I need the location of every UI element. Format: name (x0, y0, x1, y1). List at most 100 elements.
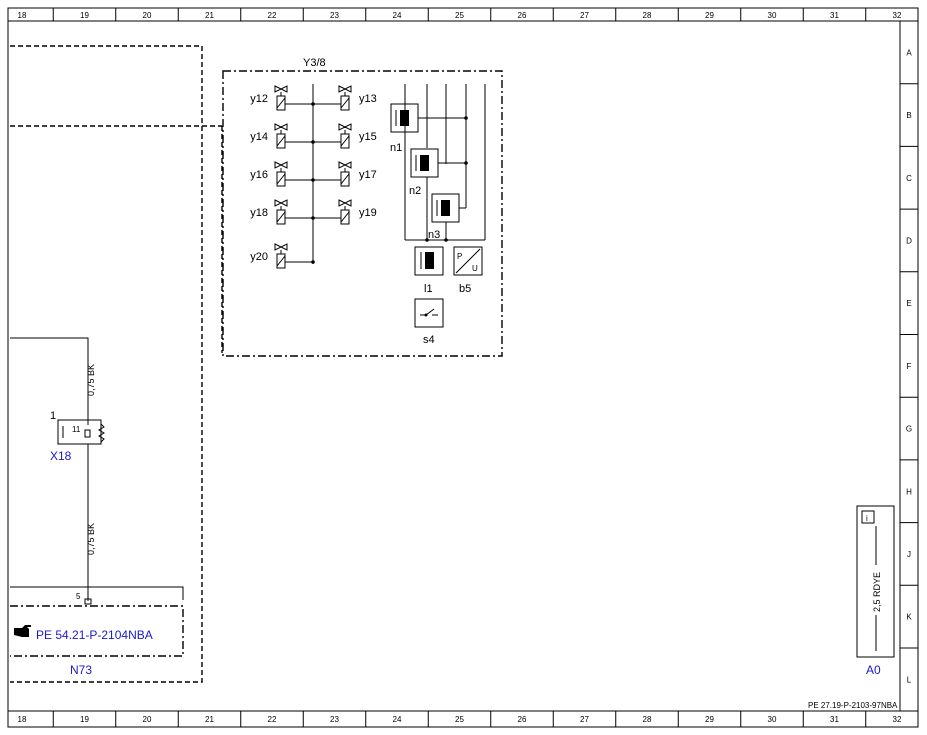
column-ruler-bottom: 18 19 20 21 22 23 24 25 26 27 28 29 30 31 32 (18, 711, 902, 727)
valve-symbol (274, 123, 288, 149)
column-number: 28 (643, 11, 652, 20)
component-b5-p: P (457, 252, 462, 261)
component-s4-label: s4 (423, 334, 435, 346)
valve-symbol (274, 161, 288, 187)
column-number: 27 (580, 715, 589, 724)
column-number: 22 (268, 11, 277, 20)
column-number: 30 (768, 11, 777, 20)
row-letter: A (906, 48, 912, 57)
connector-n73-top-wire (10, 586, 184, 600)
column-number: 26 (518, 11, 527, 20)
valve-symbol (338, 85, 352, 111)
wire-top-feed (10, 337, 89, 425)
row-letter: F (907, 362, 912, 371)
module-y38-box (222, 70, 503, 357)
info-icon-glyph: i (866, 514, 868, 523)
valve-label: y15 (359, 131, 377, 143)
a0-wire-label: 2,5 RDYE (872, 572, 882, 612)
connector-x18-label: X18 (50, 449, 72, 463)
column-number: 31 (830, 715, 839, 724)
column-number: 25 (455, 715, 464, 724)
column-number: 25 (455, 11, 464, 20)
component-b5-u: U (472, 264, 478, 273)
connector-n73-label: N73 (70, 663, 92, 677)
a0-label: A0 (866, 663, 881, 677)
row-letter: D (906, 236, 912, 245)
column-number: 21 (205, 11, 214, 20)
row-letter: H (906, 487, 912, 496)
valve-label: y16 (250, 169, 268, 181)
column-number: 24 (393, 11, 402, 20)
a0-box (856, 505, 895, 658)
valve-label: y19 (359, 207, 377, 219)
connector-n73-box (10, 605, 184, 657)
valve-symbol (274, 85, 288, 111)
component-l1-label: l1 (424, 283, 433, 295)
column-number: 21 (205, 715, 214, 724)
row-letter: C (906, 174, 912, 183)
column-number: 29 (705, 715, 714, 724)
row-letter: E (906, 299, 911, 308)
column-ruler-top: 18 19 20 21 22 23 24 25 26 27 28 29 30 31 32 (18, 8, 902, 21)
valve-symbol (274, 199, 288, 225)
valve-label: y17 (359, 169, 377, 181)
column-number: 20 (143, 715, 152, 724)
wire-lower-label: 0,75 BK (86, 523, 96, 555)
row-ruler-right: A B C D E F G H J K L (900, 48, 918, 684)
column-number: 32 (893, 11, 902, 20)
component-b5-label: b5 (459, 283, 471, 295)
column-number: 23 (330, 11, 339, 20)
column-number: 28 (643, 715, 652, 724)
row-letter: L (907, 675, 912, 684)
valve-symbol (338, 123, 352, 149)
connector-n73-ref-link[interactable]: PE 54.21-P-2104NBA (36, 628, 153, 642)
connector-x18-pin: 11 (72, 425, 81, 434)
module-y38-label: Y3/8 (303, 57, 326, 69)
column-number: 30 (768, 715, 777, 724)
pointing-hand-icon[interactable] (14, 625, 31, 637)
drawing-frame (7, 7, 919, 728)
column-number: 19 (80, 715, 89, 724)
wire-upper-label: 0,75 BK (86, 364, 96, 396)
valve-label: y13 (359, 93, 377, 105)
column-number: 20 (143, 11, 152, 20)
sensor-block (390, 84, 486, 242)
column-number: 24 (393, 715, 402, 724)
column-number: 22 (268, 715, 277, 724)
valve-symbol (338, 199, 352, 225)
row-letter: J (907, 550, 911, 559)
document-reference: PE 27.19-P-2103-97NBA (808, 701, 898, 710)
valve-symbol (338, 161, 352, 187)
valve-label: y12 (250, 93, 268, 105)
component-s4 (414, 298, 444, 328)
column-number: 23 (330, 715, 339, 724)
column-number: 27 (580, 11, 589, 20)
valve-group: y12 y14 y16 y18 y20 y13 y15 y17 y19 (250, 85, 377, 269)
housing-outline-outer (10, 45, 203, 683)
component-l1 (414, 246, 444, 276)
column-number: 32 (893, 715, 902, 724)
valve-label: y14 (250, 131, 268, 143)
column-number: 19 (80, 11, 89, 20)
info-icon[interactable] (861, 510, 875, 524)
component-b5 (453, 246, 483, 276)
connector-n73-pin: 5 (76, 592, 81, 601)
sensor-n1-label: n1 (390, 142, 402, 154)
sensor-n3-label: n3 (428, 229, 440, 241)
valve-label: y20 (250, 251, 268, 263)
column-number: 26 (518, 715, 527, 724)
valve-label: y18 (250, 207, 268, 219)
row-letter: B (906, 111, 911, 120)
connector-x18-pin-number: 1 (50, 410, 56, 422)
column-number: 18 (18, 11, 27, 20)
column-number: 31 (830, 11, 839, 20)
row-letter: K (906, 613, 912, 622)
connector-x18-symbol (57, 419, 105, 445)
column-number: 18 (18, 715, 27, 724)
column-number: 29 (705, 11, 714, 20)
sensor-n2-label: n2 (409, 185, 421, 197)
row-letter: G (906, 425, 912, 434)
connector-n73-pin-symbol (84, 598, 92, 605)
valve-symbol (274, 243, 288, 269)
